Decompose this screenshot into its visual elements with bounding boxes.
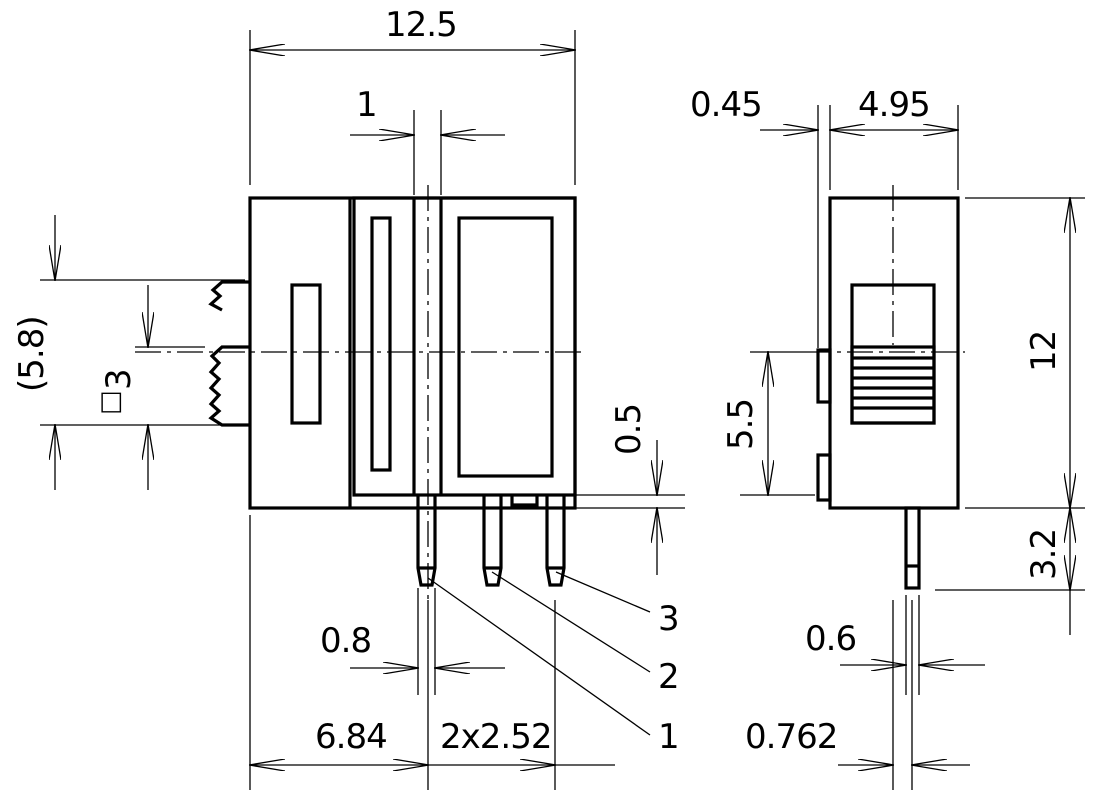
front-left-window <box>290 283 322 425</box>
front-middle-frame <box>352 196 577 497</box>
pin-label-2: 2 <box>658 657 679 697</box>
side-dimensions: 0.45 4.95 12 5.5 3.2 0.6 0.762 <box>690 85 1085 790</box>
dim-square-symbol: □ <box>95 390 125 415</box>
side-knob-ridges <box>852 356 934 410</box>
dim-body-depth: 4.95 <box>858 85 930 125</box>
dim-pin-length: 3.2 <box>1024 529 1064 580</box>
dim-body-height: 12 <box>1024 331 1064 372</box>
front-lower-clip <box>208 345 250 427</box>
side-actuator-knob <box>850 345 936 425</box>
dim-slider-width: 1 <box>356 85 377 125</box>
front-pin-1 <box>416 495 437 587</box>
dim-pin-pitch: 2x2.52 <box>440 717 551 757</box>
side-view <box>805 185 965 590</box>
front-dimensions: 12.5 1 (5.8) □ 3 0.5 0.8 <box>12 5 685 790</box>
dim-square-size: 3 <box>99 369 139 390</box>
dim-side-gap: 0.45 <box>690 85 762 125</box>
dim-pin-thickness: 0.6 <box>805 619 856 659</box>
dim-offset: 0.5 <box>609 404 649 455</box>
side-actuator-outline <box>850 283 936 425</box>
front-actuator-window <box>457 216 554 478</box>
front-view <box>135 185 585 600</box>
dim-first-pin-offset: 6.84 <box>315 717 387 757</box>
side-lower-tab <box>816 453 832 502</box>
front-narrow-slot <box>370 216 392 472</box>
front-pin-3 <box>545 495 566 587</box>
front-pin-2 <box>482 495 503 587</box>
dim-overall-width: 12.5 <box>385 5 457 45</box>
front-upper-clip <box>208 280 250 312</box>
pin-label-3: 3 <box>658 599 679 639</box>
dim-pin-pitch-side: 0.762 <box>745 717 837 757</box>
dim-actuator-height: 5.5 <box>721 399 761 450</box>
dim-mount-ref: (5.8) <box>12 316 52 392</box>
side-body-outline <box>828 196 960 510</box>
side-upper-tab <box>816 348 832 404</box>
dim-pin-width: 0.8 <box>320 621 371 661</box>
side-pin <box>904 506 921 590</box>
pin-label-1: 1 <box>658 717 679 757</box>
